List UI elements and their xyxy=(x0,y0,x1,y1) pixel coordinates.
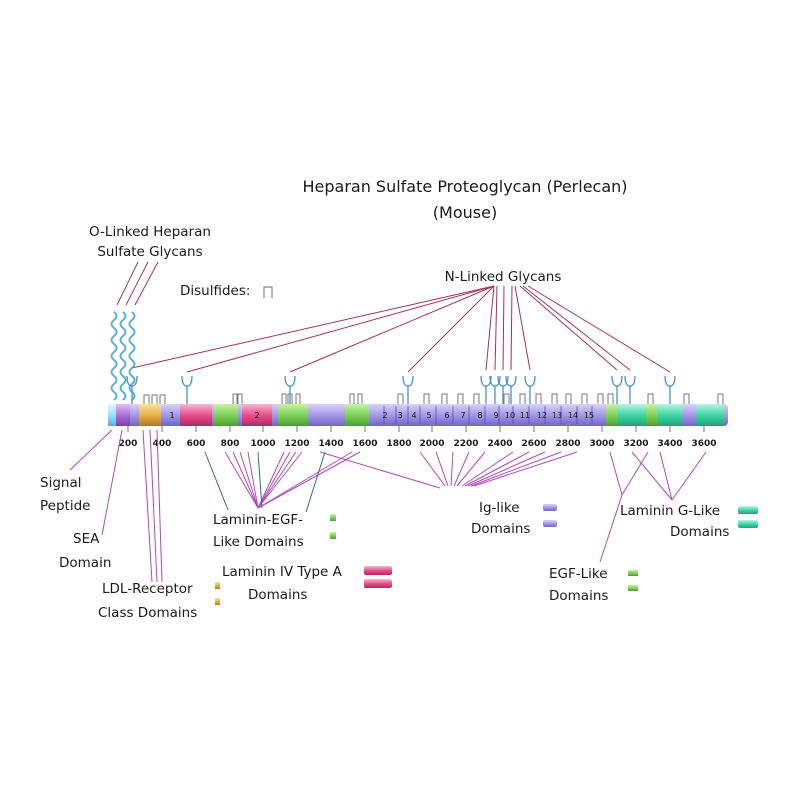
axis-tick-label: 2400 xyxy=(487,439,512,449)
ig-number: 14 xyxy=(568,411,578,420)
axis-tick-label: 3600 xyxy=(691,439,716,449)
swatch-ldl xyxy=(215,598,220,605)
bottom-leader-lines-blue xyxy=(204,451,326,513)
label-disulfides: Disulfides: xyxy=(180,283,250,299)
axis-tick-label: 2800 xyxy=(555,439,580,449)
ig-domain-numbers: 2 3 4 5 6 7 8 9 10 11 12 13 14 15 xyxy=(382,411,594,420)
swatch-laminin-egf xyxy=(330,514,336,521)
label-egf-2: Domains xyxy=(549,588,608,604)
swatch-ig xyxy=(543,504,557,511)
label-lam4-2: Domains xyxy=(248,587,307,603)
title-line-2: (Mouse) xyxy=(433,203,497,222)
ldl-receptor-domains xyxy=(139,404,161,426)
laminin-iv-domain-2 xyxy=(242,404,272,426)
egf-like-domain-2 xyxy=(646,404,658,426)
label-signal-2: Peptide xyxy=(40,498,90,514)
swatch-laminin-g xyxy=(738,506,758,514)
label-signal-1: Signal xyxy=(40,475,81,491)
label-o-linked-2: Sulfate Glycans xyxy=(97,244,202,260)
label-lamg-2: Domains xyxy=(670,524,729,540)
heparan-sulfate-chains xyxy=(110,311,136,401)
axis-tick-label: 200 xyxy=(119,439,138,449)
egf-like-domain-1 xyxy=(606,404,618,426)
n-linked-glycan-icons xyxy=(126,375,676,404)
swatch-laminin-g xyxy=(738,520,758,528)
swatch-ldl xyxy=(215,582,220,589)
ig-number: 5 xyxy=(426,411,431,420)
axis-tick-label: 2600 xyxy=(521,439,546,449)
ig-number: 7 xyxy=(460,411,465,420)
ig-number: 12 xyxy=(537,411,547,420)
label-egf-1: EGF-Like xyxy=(549,566,608,582)
laminin-egf-block-3 xyxy=(345,404,369,426)
label-n-linked: N-Linked Glycans xyxy=(445,269,562,285)
label-ig-2: Domains xyxy=(471,521,530,537)
label-ldl-1: LDL-Receptor xyxy=(102,581,193,597)
swatch-laminin-iv xyxy=(364,566,392,575)
top-leader-lines xyxy=(116,261,671,373)
disulfide-loops xyxy=(143,393,724,404)
ig-number: 11 xyxy=(520,411,530,420)
axis-tick-label: 800 xyxy=(221,439,240,449)
laminin-iv-number-1: 1 xyxy=(169,411,174,420)
label-sea-1: SEA xyxy=(73,531,100,547)
axis-tick-label: 3400 xyxy=(657,439,682,449)
ig-number: 8 xyxy=(477,411,482,420)
laminin-egf-block-1 xyxy=(214,404,238,426)
label-lam-egf-1: Laminin-EGF- xyxy=(213,512,303,528)
swatch-laminin-egf xyxy=(330,532,336,539)
laminin-iv-number-2: 2 xyxy=(254,411,259,420)
axis-tick-label: 2200 xyxy=(453,439,478,449)
laminin-g-domain-1 xyxy=(618,404,646,426)
label-sea-2: Domain xyxy=(59,555,111,571)
label-o-linked-1: O-Linked Heparan xyxy=(89,224,211,240)
axis-tick-label: 3000 xyxy=(589,439,614,449)
label-lamg-1: Laminin G-Like xyxy=(620,503,720,519)
axis-tick-label: 1600 xyxy=(352,439,377,449)
laminin-egf-block-2 xyxy=(278,404,308,426)
ig-number: 10 xyxy=(505,411,515,420)
axis-tick-label: 3200 xyxy=(623,439,648,449)
ig-domain-separators xyxy=(383,406,593,424)
swatch-ig xyxy=(543,520,557,527)
label-lam4-1: Laminin IV Type A xyxy=(222,564,343,580)
title-line-1: Heparan Sulfate Proteoglycan (Perlecan) xyxy=(302,177,627,196)
swatch-egf xyxy=(628,585,638,591)
laminin-g-domain-3 xyxy=(696,404,724,426)
axis-tick-label: 1000 xyxy=(250,439,275,449)
ig-number: 2 xyxy=(382,411,387,420)
swatch-laminin-iv xyxy=(364,579,392,588)
axis-tick-label: 400 xyxy=(153,439,172,449)
legend-swatches xyxy=(215,504,758,605)
ig-number: 13 xyxy=(552,411,562,420)
axis-tick-label: 600 xyxy=(187,439,206,449)
bottom-leader-lines xyxy=(69,429,707,583)
axis-tick-label: 2000 xyxy=(419,439,444,449)
ig-number: 15 xyxy=(584,411,594,420)
axis-tick-label: 1200 xyxy=(284,439,309,449)
swatch-egf xyxy=(628,570,638,576)
axis: 200 400 600 800 1000 1200 1400 1600 1800… xyxy=(119,426,717,449)
laminin-g-domain-2 xyxy=(658,404,682,426)
label-ldl-2: Class Domains xyxy=(98,605,197,621)
ig-number: 6 xyxy=(444,411,449,420)
axis-tick-label: 1800 xyxy=(386,439,411,449)
axis-tick-label: 1400 xyxy=(318,439,343,449)
disulfide-legend-icon xyxy=(263,286,273,298)
signal-peptide-domain xyxy=(108,404,116,426)
label-lam-egf-2: Like Domains xyxy=(213,534,304,550)
sea-domain xyxy=(116,404,130,426)
ig-number: 4 xyxy=(411,411,416,420)
ig-number: 3 xyxy=(397,411,402,420)
laminin-iv-domain-1 xyxy=(180,404,212,426)
ig-number: 9 xyxy=(493,411,498,420)
label-ig-1: Ig-like xyxy=(479,500,520,516)
